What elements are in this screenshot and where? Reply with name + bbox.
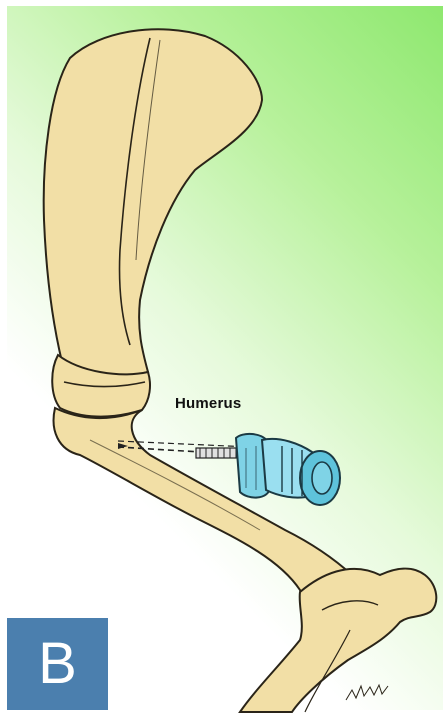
- humerus-label: Humerus: [175, 395, 241, 412]
- elbow-forearm: [240, 569, 436, 712]
- intraosseous-device-icon: [236, 434, 340, 505]
- panel-letter-badge: B: [7, 618, 108, 710]
- panel-letter: B: [38, 635, 77, 693]
- scapula: [44, 29, 262, 376]
- artist-signature: [346, 685, 388, 700]
